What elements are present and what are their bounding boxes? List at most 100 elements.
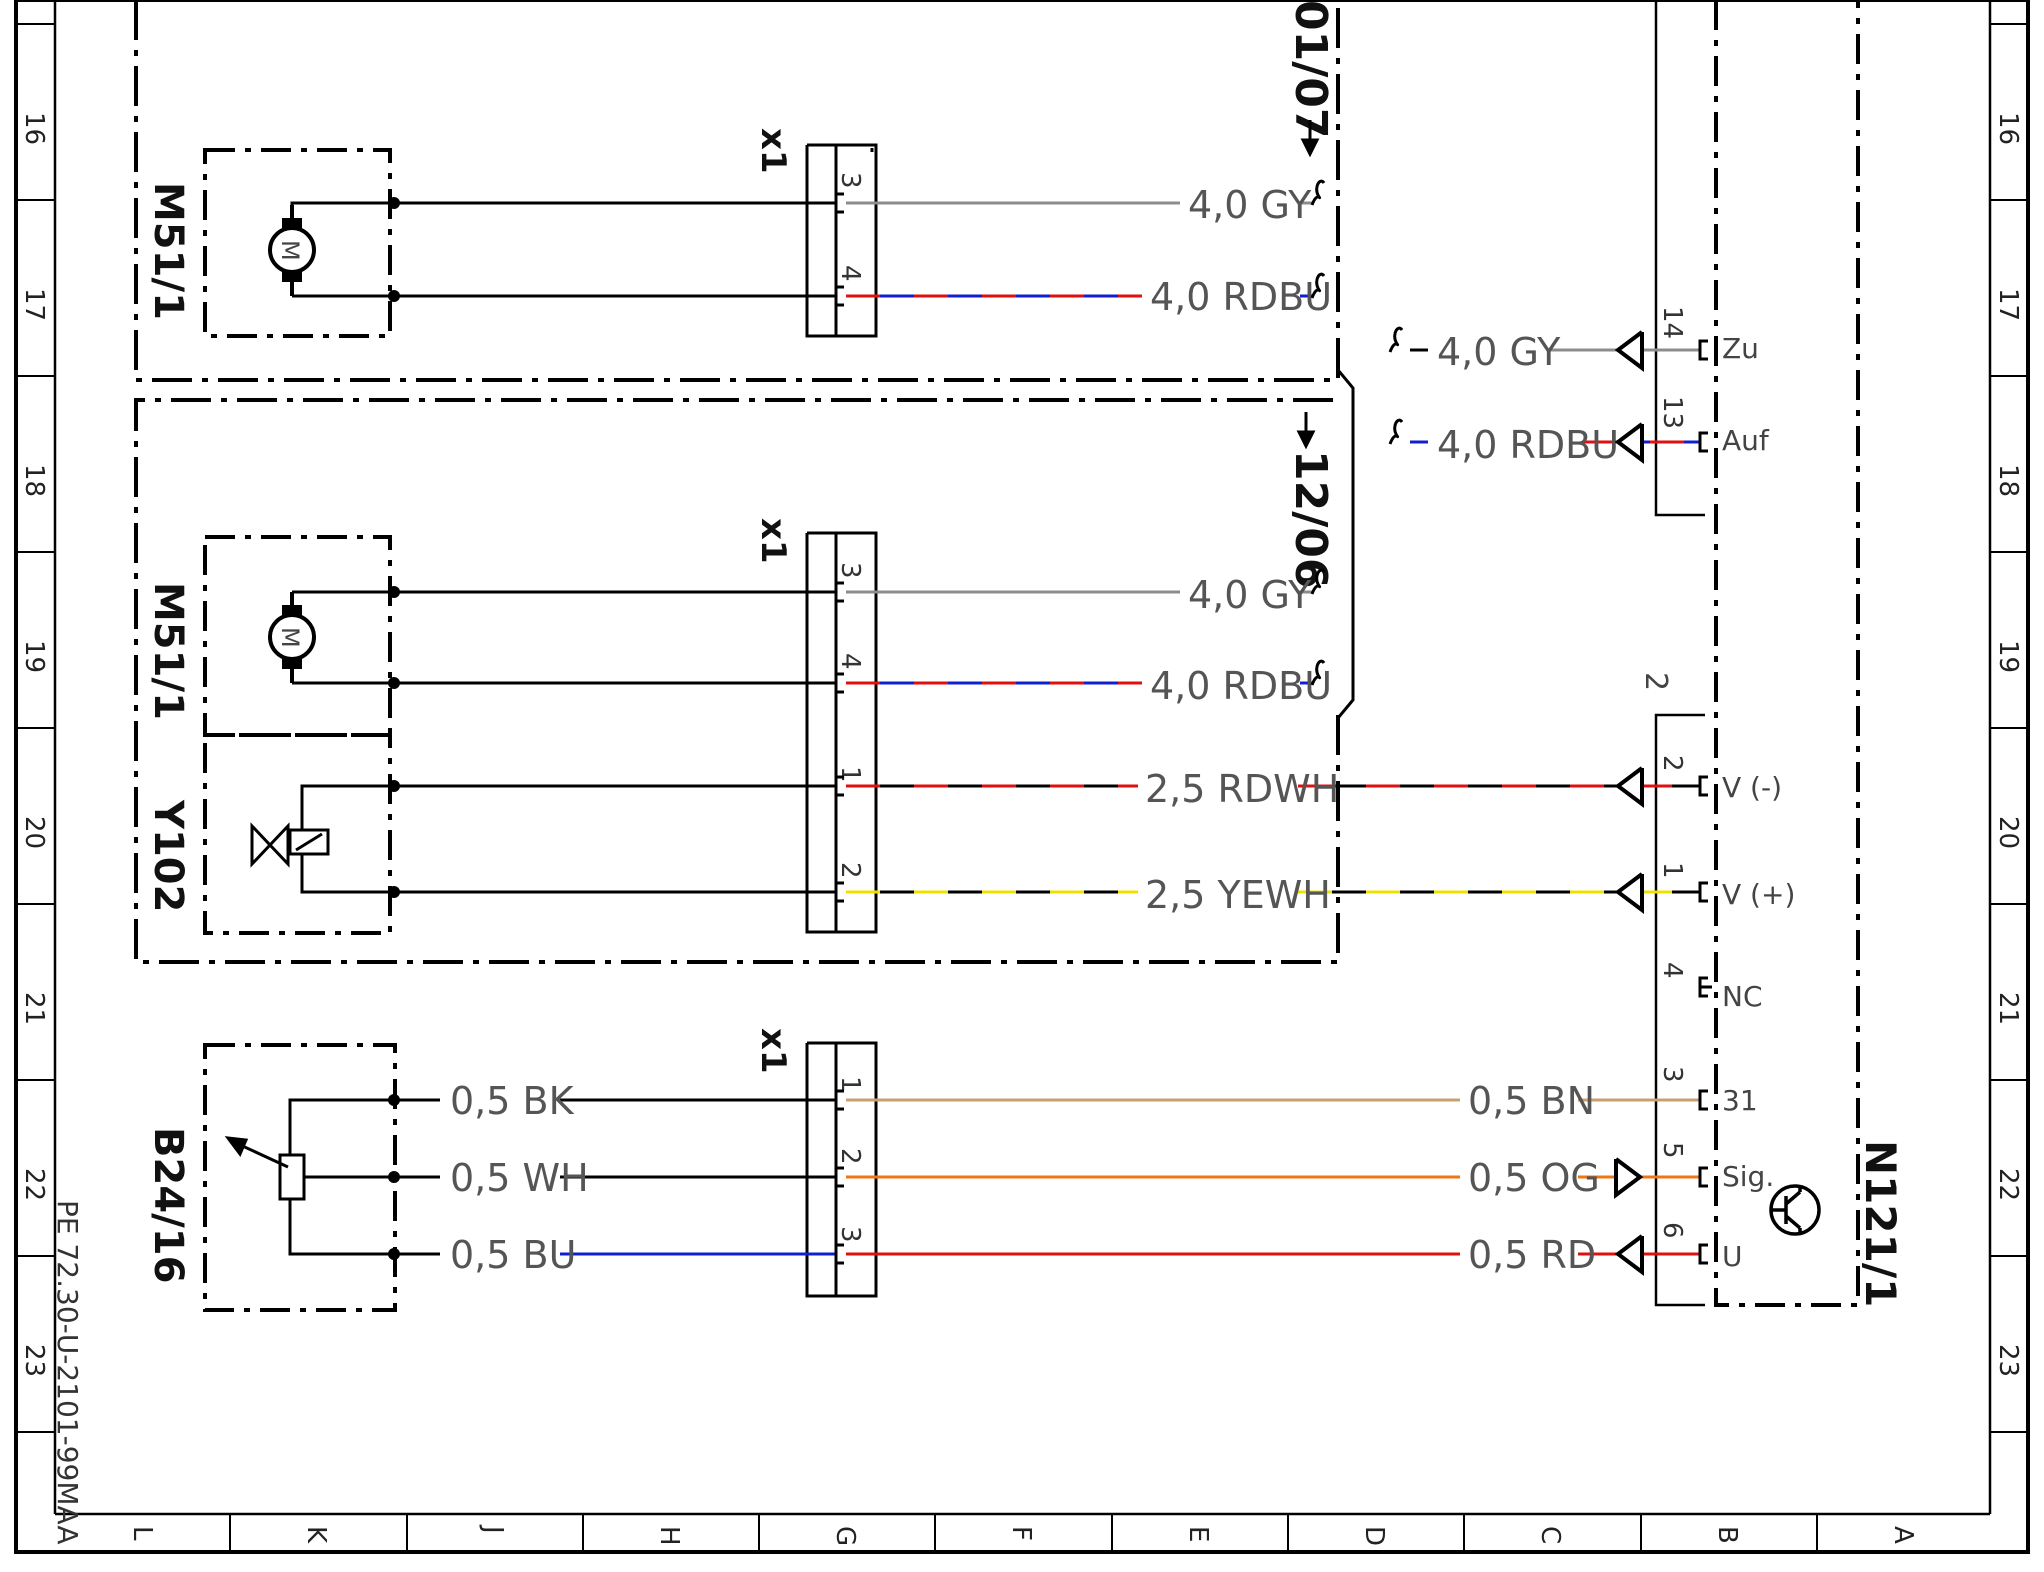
wire-label: 0,5 RD	[1468, 1233, 1596, 1277]
signal-arrow-icon	[1614, 766, 1644, 808]
signal-arrow-icon	[1614, 1234, 1644, 1276]
unit-pin-number: 4	[1657, 962, 1687, 979]
break-mark-icon	[1310, 568, 1326, 595]
variant-box-bottom	[134, 398, 1340, 964]
x1-pin-number: 2	[835, 1148, 865, 1165]
unit-connector-strip-2	[1654, 713, 1705, 1307]
junction-dot	[388, 1171, 400, 1183]
x1-pin-number: 1	[835, 1076, 865, 1093]
grid-column-label: L	[127, 1526, 157, 1541]
unit-pin-name: Zu	[1722, 332, 1759, 365]
potentiometer-icon	[224, 1098, 394, 1256]
signal-arrow-icon	[1614, 1157, 1644, 1199]
x1-pin-number: 4	[835, 265, 865, 282]
wire-label: 0,5 BK	[450, 1079, 575, 1123]
component-label-n121-1: N121/1	[1856, 1140, 1905, 1307]
pin-bracket	[834, 1089, 844, 1111]
pin-bracket	[834, 285, 844, 307]
wire-labels: 4,0 GY 4,0 RDBU 4,0 GY 4,0 RDBU 2,5 RDWH…	[450, 183, 1619, 1277]
grid-row-label: 22	[1993, 1168, 2023, 1201]
variant-label-bottom: 12/06	[1285, 450, 1336, 589]
pin-bracket	[834, 192, 844, 214]
grid-row-labels-right: 16 17 18 19 20 21 22 23	[1993, 112, 2023, 1377]
grid-row-label: 21	[19, 992, 49, 1025]
grid-row-label: 20	[19, 816, 49, 849]
x1-pin-number: 3	[835, 1226, 865, 1243]
junction-dot	[388, 1248, 400, 1260]
unit-pin-name: U	[1722, 1240, 1743, 1273]
valve-box	[203, 733, 392, 935]
signal-arrow-icon	[1614, 872, 1644, 914]
variant-brace	[1336, 369, 1355, 719]
variant-box-top	[134, 0, 1340, 382]
component-label-m51-1-bottom: M51/1	[145, 582, 191, 720]
wire-label: 4,0 RDBU	[1437, 423, 1619, 467]
x1-pin-number: 4	[835, 653, 865, 670]
grid-column-label: D	[1359, 1526, 1389, 1546]
grid-row-label: 17	[1993, 288, 2023, 321]
wire-label: 4,0 GY	[1437, 330, 1561, 374]
grid-column-label: J	[478, 1524, 508, 1534]
grid-row-label: 21	[1993, 992, 2023, 1025]
wire-label: 0,5 BU	[450, 1233, 576, 1277]
unit-pin-name: Auf	[1722, 424, 1770, 457]
grid-row-label: 17	[19, 288, 49, 321]
unit-connector-number: 2	[1638, 672, 1673, 691]
wires	[394, 201, 1712, 1256]
grid-column-labels: L K J H G F E D C B A	[127, 1524, 1918, 1546]
wire-label: 2,5 YEWH	[1145, 873, 1331, 917]
motor-icon	[268, 205, 316, 296]
unit-pin-number: 2	[1657, 755, 1687, 772]
signal-arrow-icon	[1614, 330, 1644, 372]
grid-row-labels-left: 16 17 18 19 20 21 22 23	[19, 112, 49, 1377]
pin-bracket	[1698, 1243, 1708, 1265]
junction-dot	[388, 197, 400, 209]
pin-bracket	[1698, 976, 1708, 998]
wire-label: 2,5 RDWH	[1145, 767, 1339, 811]
wire-label: 4,0 RDBU	[1150, 664, 1332, 708]
component-label-m51-1-top: M51/1	[145, 182, 191, 320]
junction-dot	[388, 677, 400, 689]
connector-label-x1: x1	[753, 518, 793, 564]
pin-bracket	[834, 1166, 844, 1188]
grid-row-label: 23	[19, 1344, 49, 1377]
junction-dot	[388, 586, 400, 598]
unit-pin-name: Sig.	[1722, 1160, 1774, 1193]
pin-bracket	[834, 581, 844, 603]
control-unit-box	[1714, 0, 1860, 1307]
connection-marks	[388, 179, 1708, 1276]
motor-box-bottom	[203, 535, 392, 737]
pin-bracket	[1698, 339, 1708, 361]
unit-pin-name: V (+)	[1722, 878, 1795, 911]
pin-bracket	[1698, 1166, 1708, 1188]
break-mark-icon	[1310, 272, 1326, 299]
component-label-b24-16: B24/16	[145, 1127, 191, 1283]
pin-bracket	[1698, 881, 1708, 903]
grid-row-label: 20	[1993, 816, 2023, 849]
unit-pin-name: NC	[1722, 980, 1763, 1013]
junction-dot	[388, 886, 400, 898]
junction-dot	[388, 1094, 400, 1106]
grid-row-label: 18	[1993, 464, 2023, 497]
transistor-icon	[1769, 1184, 1821, 1236]
grid-column-label: F	[1006, 1526, 1036, 1541]
x1-pin-number: 3	[835, 172, 865, 189]
grid-column-label: K	[301, 1526, 331, 1544]
pin-bracket	[834, 881, 844, 903]
unit-pins: 14 Zu 13 Auf 2 V (-) 1 V (+) 4 NC 3 31 5…	[1657, 306, 1795, 1273]
grid-column-label: A	[1888, 1526, 1918, 1544]
pin-bracket	[834, 775, 844, 797]
pin-bracket	[1698, 431, 1708, 453]
grid-row-label: 16	[19, 112, 49, 145]
arrow-down-icon	[1296, 120, 1320, 450]
unit-pin-number: 1	[1657, 862, 1687, 879]
wire-label: 0,5 OG	[1468, 1156, 1600, 1200]
signal-arrow-icon	[1614, 422, 1644, 464]
pin-bracket	[834, 672, 844, 694]
break-mark-icon	[1310, 179, 1326, 206]
grid-row-label: 22	[19, 1168, 49, 1201]
break-mark-icon	[1388, 418, 1404, 445]
motor-icon	[268, 592, 316, 683]
grid-row-label: 19	[1993, 640, 2023, 673]
